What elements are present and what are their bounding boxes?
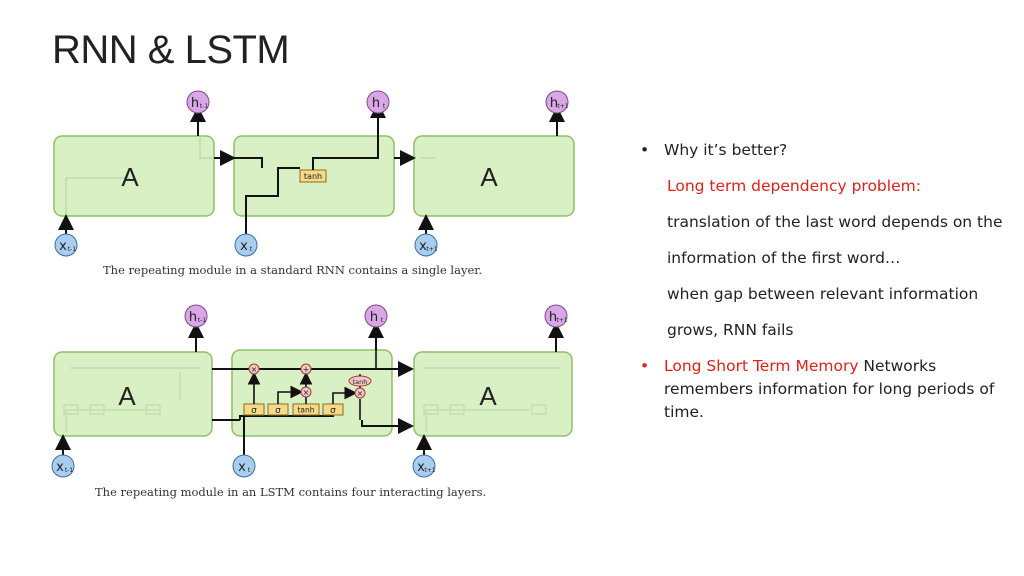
rnn-caption: The repeating module in a standard RNN c…: [103, 263, 483, 277]
lstm-input-x-prev-sub: t-1: [65, 467, 74, 474]
bullet-why-text: Why it’s better?: [664, 141, 788, 159]
lstm-cell-left: [53, 351, 213, 437]
rnn-cell-right: [413, 135, 575, 217]
lstm-input-x-curr-sub: t: [248, 467, 251, 474]
rnn-output-h-next-sub: t+1: [557, 103, 568, 110]
lstm-input-x-prev-label: x: [56, 460, 64, 475]
rnn-output-h-curr: [366, 90, 390, 114]
rnn-output-h-curr-label: h: [372, 96, 380, 111]
rnn-output-h-prev-label: h: [191, 96, 199, 111]
lstm-input-x-next-sub: t+1: [424, 467, 435, 474]
lstm-explanation-line-1: remembers information for long periods o…: [664, 380, 995, 398]
lstm-output-h-prev-label: h: [189, 310, 197, 325]
lstm-networks-text: Networks: [858, 357, 937, 375]
explanation-line-4: grows, RNN fails: [667, 321, 794, 339]
lstm-highlight-text: Long Short Term Memory: [664, 357, 859, 375]
lstm-op-forget-mult-label: ×: [251, 365, 258, 374]
lstm-pointwise-ops: × + tanh × ×: [248, 363, 372, 399]
explanation-line-3: when gap between relevant information: [667, 285, 979, 303]
lstm-op-output-mult: [354, 387, 366, 399]
lstm-op-forget-mult: [248, 363, 260, 375]
lstm-output-h-curr-sub: t: [381, 317, 384, 324]
explanation-line-1: translation of the last word depends on …: [667, 213, 1003, 231]
lstm-output-h-next-label: h: [549, 310, 557, 325]
rnn-diagram: A A tanh h t-1 h t h t+1 x t-1 x: [53, 90, 575, 257]
bullet-dot-icon: •: [640, 141, 650, 159]
lstm-op-add: [300, 363, 312, 375]
lstm-input-x-prev: [51, 454, 75, 478]
lstm-output-h-curr: [364, 304, 388, 328]
long-term-dependency-heading: Long term dependency problem:: [667, 177, 921, 195]
rnn-input-x-next: [414, 233, 438, 257]
lstm-caption: The repeating module in an LSTM contains…: [95, 485, 487, 499]
lstm-cell-label-left: A: [118, 381, 136, 411]
lstm-output-h-next-sub: t+1: [556, 317, 567, 324]
rnn-output-h-next: [545, 90, 569, 114]
rnn-input-x-curr: [234, 233, 258, 257]
lstm-input-x-next: [412, 454, 436, 478]
lstm-output-h-prev-sub: t-1: [198, 317, 207, 324]
lstm-gates: σ σ tanh σ: [243, 403, 344, 416]
lstm-explanation-line-2: time.: [664, 403, 704, 421]
rnn-cell-left: [53, 135, 215, 217]
rnn-input-x-curr-label: x: [240, 239, 248, 254]
lstm-op-tanh: [348, 375, 372, 387]
rnn-output-h-next-label: h: [550, 96, 558, 111]
lstm-cell-label-right: A: [479, 381, 497, 411]
rnn-cell-label-left: A: [121, 162, 139, 192]
lstm-cell-middle: [231, 349, 393, 437]
lstm-output-h-next: [544, 304, 568, 328]
lstm-input-x-curr: [232, 454, 256, 478]
lstm-gate-input-label: σ: [275, 406, 281, 416]
lstm-op-output-mult-label: ×: [357, 389, 364, 398]
lstm-diagram: A A σ σ tanh σ: [51, 304, 573, 478]
lstm-op-add-label: +: [303, 365, 310, 374]
lstm-output-h-curr-label: h: [370, 310, 378, 325]
lstm-op-input-mult-label: ×: [303, 388, 310, 397]
rnn-output-h-prev-sub: t-1: [200, 103, 209, 110]
rnn-tanh-label: tanh: [304, 172, 322, 181]
rnn-input-x-prev: [54, 233, 78, 257]
bullet-dot-icon: •: [640, 357, 650, 375]
lstm-output-h-prev: [184, 304, 208, 328]
rnn-input-x-next-sub: t+1: [426, 246, 437, 253]
explanation-line-2: information of the first word…: [667, 249, 901, 267]
slide-title: RNN & LSTM: [52, 28, 290, 72]
lstm-gate-forget-label: σ: [251, 406, 257, 416]
rnn-input-x-next-label: x: [419, 239, 427, 254]
lstm-gate-tanh-label: tanh: [297, 406, 314, 415]
lstm-op-tanh-label: tanh: [353, 378, 368, 386]
rnn-input-x-prev-label: x: [59, 239, 67, 254]
lstm-input-x-curr-label: x: [238, 460, 246, 475]
rnn-output-h-curr-sub: t: [383, 103, 386, 110]
lstm-op-input-mult: [300, 386, 312, 398]
rnn-input-x-prev-sub: t-1: [68, 246, 77, 253]
lstm-gate-output-label: σ: [330, 406, 336, 416]
rnn-cell-label-right: A: [480, 162, 498, 192]
rnn-input-x-curr-sub: t: [250, 246, 253, 253]
rnn-output-h-prev: [186, 90, 210, 114]
lstm-cell-right: [413, 351, 573, 437]
lstm-input-x-next-label: x: [417, 460, 425, 475]
